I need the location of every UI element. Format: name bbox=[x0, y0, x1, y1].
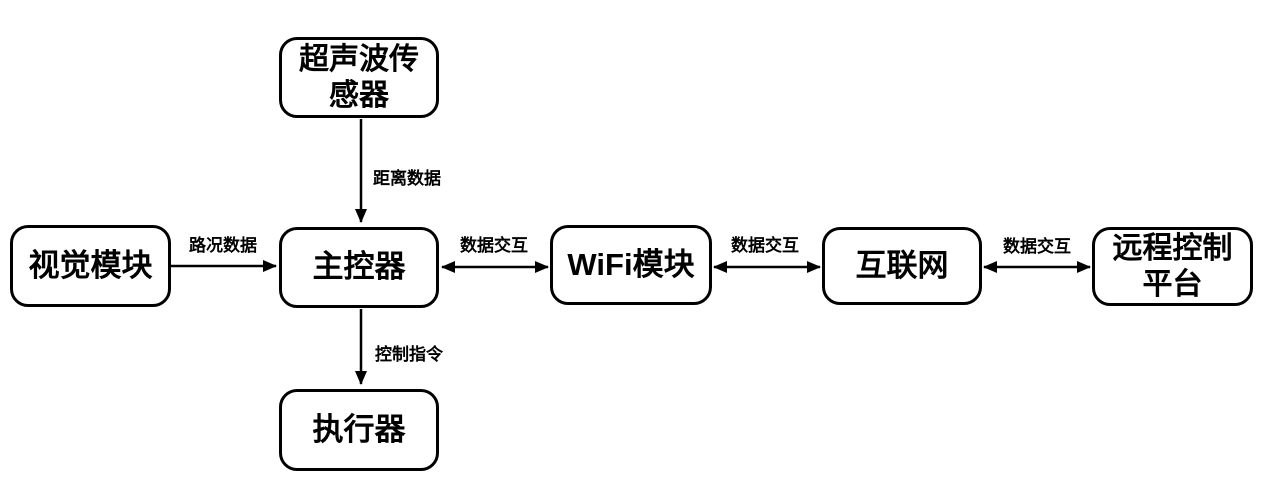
node-wifi-module: WiFi模块 bbox=[550, 225, 712, 305]
node-vision-module: 视觉模块 bbox=[10, 225, 171, 307]
node-main-controller: 主控器 bbox=[279, 227, 439, 308]
node-internet: 互联网 bbox=[822, 227, 982, 305]
node-ultrasonic-sensor: 超声波传 感器 bbox=[279, 37, 439, 118]
edge-label-data-exchange-1: 数据交互 bbox=[460, 236, 528, 255]
node-actuator: 执行器 bbox=[279, 389, 439, 471]
edge-label-control-command: 控制指令 bbox=[375, 345, 443, 364]
edge-label-data-exchange-3: 数据交互 bbox=[1003, 237, 1071, 256]
edge-label-distance-data: 距离数据 bbox=[373, 169, 441, 188]
node-remote-control-platform: 远程控制 平台 bbox=[1092, 227, 1253, 306]
edge-label-data-exchange-2: 数据交互 bbox=[731, 236, 799, 255]
edge-label-road-condition-data: 路况数据 bbox=[189, 236, 257, 255]
